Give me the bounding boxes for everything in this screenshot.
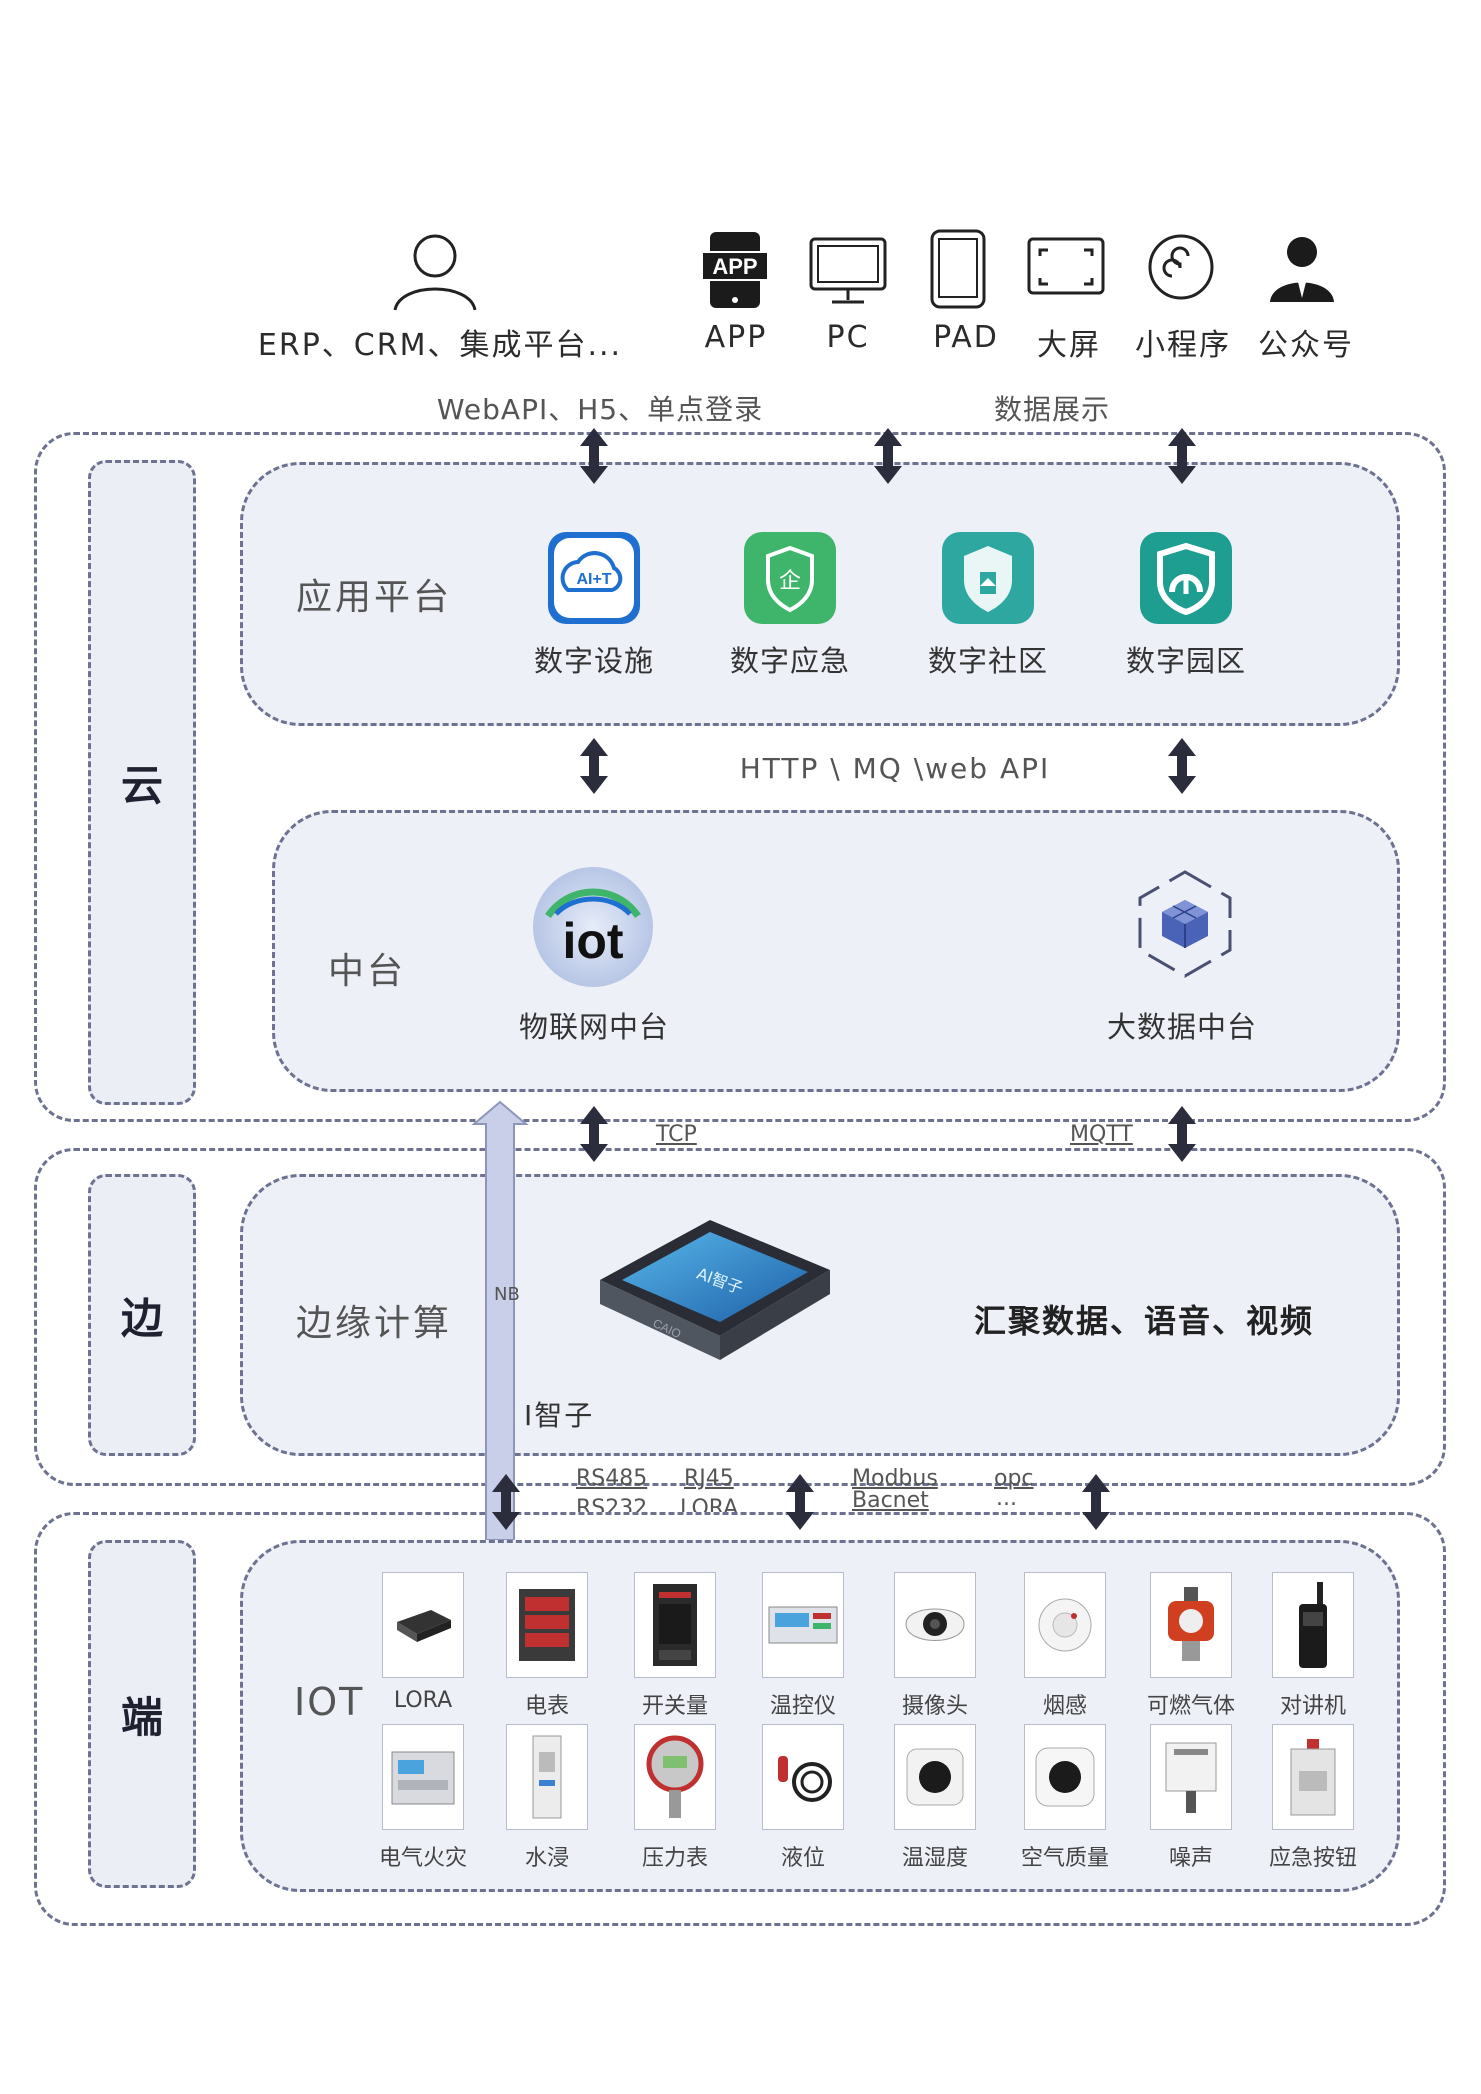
device-tile-emergency-button[interactable] [1272, 1724, 1354, 1830]
tcp-label: TCP [656, 1122, 697, 1147]
cloud-tier-label: 云 [120, 761, 163, 810]
monitor-icon[interactable] [808, 236, 888, 306]
device-label-electric-fire: 电气火灾 [378, 1846, 468, 1871]
protocol-label-webapi: WebAPI、H5、单点登录 [436, 393, 764, 426]
device-label-intercom: 对讲机 [1279, 1694, 1347, 1719]
device-label-gas: 可燃气体 [1146, 1694, 1236, 1719]
enterprise-shield-icon[interactable]: 企 [744, 532, 836, 624]
opc-label: opc [994, 1466, 1034, 1491]
device-label-switch: 开关量 [641, 1694, 709, 1719]
enterprise-badge-text: 企 [779, 569, 801, 594]
mini-program-icon[interactable] [1146, 232, 1216, 302]
edge-computing-panel [240, 1174, 1400, 1456]
device-tile-gas[interactable] [1150, 1572, 1232, 1678]
middle-protocol-label: HTTP \ MQ \web API [739, 752, 1051, 785]
device-label-smoke: 烟感 [1042, 1694, 1088, 1719]
bacnet-label: Bacnet [852, 1488, 929, 1513]
device-tile-noise[interactable] [1150, 1724, 1232, 1830]
device-label-level: 液位 [780, 1846, 826, 1871]
device-tile-switch[interactable] [634, 1572, 716, 1678]
app-label-digital-park: 数字园区 [1125, 644, 1247, 678]
edge-computing-title: 边缘计算 [296, 1303, 453, 1344]
device-label-temp-humidity: 温湿度 [901, 1846, 969, 1871]
park-shield-icon[interactable] [1140, 532, 1232, 624]
device-label-water-leak: 水浸 [524, 1846, 570, 1871]
device-tile-intercom[interactable] [1272, 1572, 1354, 1678]
rs485-label: RS485 [576, 1466, 648, 1491]
app-label-digital-emergency: 数字应急 [729, 644, 851, 678]
rj45-label: RJ45 [684, 1466, 734, 1491]
device-label-emergency-button: 应急按钮 [1268, 1846, 1358, 1871]
device-tile-temp-humidity[interactable] [894, 1724, 976, 1830]
device-tile-level[interactable] [762, 1724, 844, 1830]
edge-tier-tag: 边 [88, 1174, 196, 1456]
modbus-label: Modbus [852, 1466, 938, 1491]
community-shield-icon[interactable] [942, 532, 1034, 624]
bigdata-platform-label: 大数据中台 [1106, 1010, 1258, 1044]
device-tile-meter[interactable] [506, 1572, 588, 1678]
app-badge-text: APP [712, 254, 757, 279]
device-tile-pressure-gauge[interactable] [634, 1724, 716, 1830]
device-tile-air-quality[interactable] [1024, 1724, 1106, 1830]
edge-device-name: I智子 [524, 1399, 595, 1432]
device-label-air-quality: 空气质量 [1020, 1846, 1110, 1871]
official-account-icon[interactable] [1266, 232, 1338, 304]
app-label-digital-community: 数字社区 [927, 644, 1049, 678]
device-label-thermostat: 温控仪 [769, 1694, 837, 1719]
device-label-camera: 摄像头 [901, 1694, 969, 1719]
middle-platform-title: 中台 [328, 951, 407, 992]
iot-platform-label: 物联网中台 [518, 1010, 670, 1044]
terminal-tier-tag: 端 [88, 1540, 196, 1888]
device-tile-electric-fire[interactable] [382, 1724, 464, 1830]
iot-badge-text: iot [562, 913, 623, 969]
device-label-noise: 噪声 [1168, 1846, 1214, 1871]
device-tile-lora[interactable] [382, 1572, 464, 1678]
bigdata-cube-icon[interactable] [1130, 868, 1240, 980]
client-label-mini-program: 小程序 [1135, 328, 1231, 363]
tablet-icon[interactable] [928, 228, 988, 310]
device-tile-smoke[interactable] [1024, 1572, 1106, 1678]
client-label-pc: PC [826, 320, 870, 355]
device-label-pressure-gauge: 压力表 [641, 1846, 709, 1871]
edge-tier-label: 边 [120, 1293, 163, 1343]
aiot-icon[interactable]: AI+T [548, 532, 640, 624]
iot-devices-title: IOT [294, 1680, 365, 1724]
protocol-label-data-display: 数据展示 [993, 393, 1111, 426]
device-tile-thermostat[interactable] [762, 1572, 844, 1678]
client-label-official-account: 公众号 [1258, 328, 1354, 363]
big-screen-icon[interactable] [1026, 236, 1106, 300]
cloud-tier-tag: 云 [88, 460, 196, 1105]
erp-label: ERP、CRM、集成平台... [257, 328, 623, 363]
device-tile-camera[interactable] [894, 1572, 976, 1678]
device-label-meter: 电表 [524, 1694, 570, 1719]
aiot-badge-text: AI+T [576, 571, 611, 588]
edge-summary: 汇聚数据、语音、视频 [974, 1302, 1315, 1340]
client-label-pad: PAD [933, 320, 999, 355]
app-platform-title: 应用平台 [296, 577, 453, 618]
device-tile-water-leak[interactable] [506, 1724, 588, 1830]
client-label-big-screen: 大屏 [1037, 328, 1101, 363]
app-label-digital-facility: 数字设施 [533, 644, 655, 678]
device-label-lora: LORA [393, 1688, 453, 1713]
terminal-tier-label: 端 [120, 1692, 163, 1742]
client-label-app: APP [704, 320, 768, 355]
mqtt-label: MQTT [1070, 1122, 1133, 1147]
iot-platform-icon[interactable]: iot [530, 864, 656, 990]
opc-ellipsis: ... [996, 1486, 1017, 1511]
middle-platform-panel [272, 810, 1400, 1092]
erp-user-icon [390, 232, 480, 312]
app-phone-icon[interactable]: APP [700, 230, 770, 310]
nb-label: NB [494, 1284, 520, 1305]
nb-uplink-arrow [470, 1100, 530, 1541]
